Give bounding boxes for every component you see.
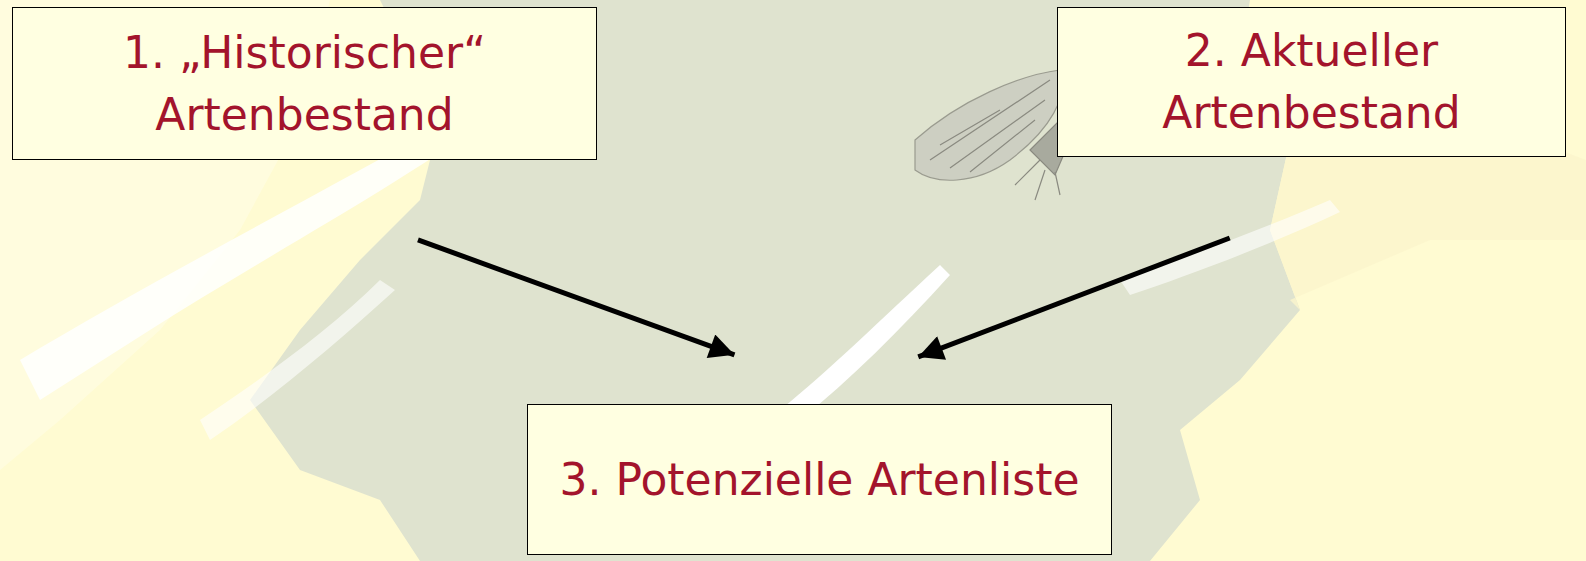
- river: [780, 265, 950, 420]
- insect-illustration: [915, 70, 1070, 200]
- river: [1120, 200, 1340, 295]
- process-box: 3. Potenzielle Artenliste: [527, 404, 1112, 555]
- box-label: 1. „Historischer“ Artenbestand: [31, 22, 578, 146]
- connector-arrow: [918, 238, 1229, 357]
- box-label: 3. Potenzielle Artenliste: [559, 449, 1079, 511]
- connector-arrow: [418, 240, 734, 355]
- box-label: 2. Aktueller Artenbestand: [1076, 20, 1547, 144]
- process-box: 2. Aktueller Artenbestand: [1057, 7, 1566, 157]
- river: [200, 280, 395, 440]
- process-box: 1. „Historischer“ Artenbestand: [12, 7, 597, 160]
